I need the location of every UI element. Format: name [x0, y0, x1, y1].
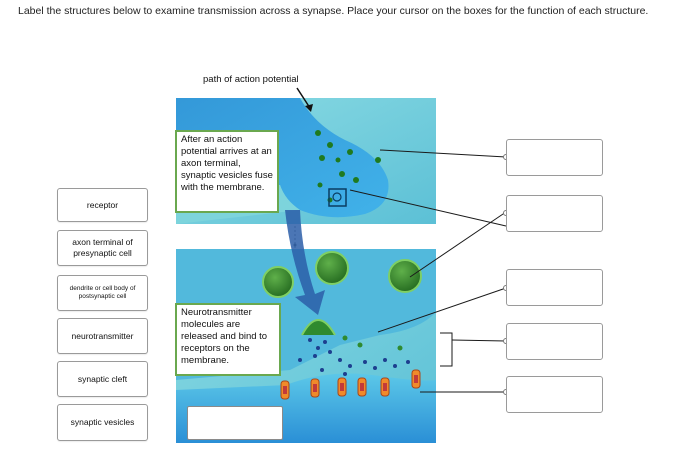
label-neurotransmitter[interactable]: neurotransmitter [57, 318, 148, 354]
answer-box-3[interactable] [506, 269, 603, 306]
instructions: Label the structures below to examine tr… [18, 5, 649, 17]
top-vesicle-dots [315, 130, 381, 203]
drop-target-bottom[interactable] [187, 406, 283, 440]
label-synaptic-vesicles[interactable]: synaptic vesicles [57, 404, 148, 441]
label-receptor[interactable]: receptor [57, 188, 148, 222]
zoom-box [328, 188, 347, 207]
flow-arrow [285, 210, 325, 315]
answer-box-4[interactable] [506, 323, 603, 360]
callout-neurotransmitter-release: Neurotransmitter molecules are released … [175, 303, 281, 376]
callout-vesicles-fuse: After an action potential arrives at an … [175, 130, 279, 213]
label-dendrite[interactable]: dendrite or cell body of postsynaptic ce… [57, 275, 148, 311]
neurotransmitter-dots [298, 338, 410, 376]
label-synaptic-cleft[interactable]: synaptic cleft [57, 361, 148, 397]
answer-box-1[interactable] [506, 139, 603, 176]
answer-box-5[interactable] [506, 376, 603, 413]
path-of-action-potential-label: path of action potential [203, 74, 299, 85]
answer-box-2[interactable] [506, 195, 603, 232]
label-axon-terminal[interactable]: axon terminal of presynaptic cell [57, 230, 148, 266]
large-vesicles [262, 251, 422, 336]
axon-terminal-shape [176, 98, 389, 218]
